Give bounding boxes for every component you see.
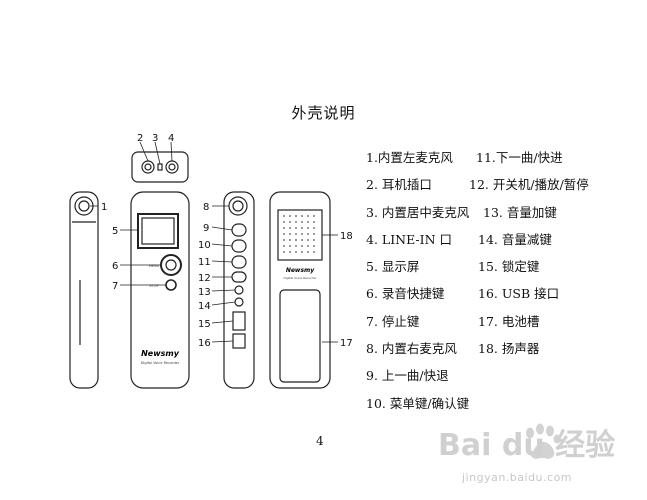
callout-2: 2 [137, 133, 143, 144]
top-view [131, 151, 189, 183]
callout-14: 14 [198, 301, 211, 312]
legend-item: 7. 停止键 [366, 313, 420, 329]
legend-item: 9. 上一曲/快退 [366, 368, 449, 384]
legend-item: 13. 音量加键 [483, 204, 557, 220]
legend-item: 12. 开关机/播放/暂停 [469, 177, 589, 193]
callout-4: 4 [168, 133, 174, 144]
watermark-logo: Bai du 经验 [438, 428, 615, 463]
callout-17: 17 [340, 338, 353, 349]
callout-15: 15 [198, 319, 211, 330]
callout-6: 6 [112, 261, 118, 272]
callout-11: 11 [198, 257, 211, 268]
legend-item: 17. 电池槽 [478, 313, 540, 329]
legend-item: 15. 锁定键 [478, 259, 540, 275]
legend-item: 6. 录音快捷键 [366, 286, 445, 302]
back-brand: Newsmy [286, 267, 315, 274]
legend-item: 1.内置左麦克风 [366, 150, 453, 165]
callout-7: 7 [112, 281, 118, 292]
paw-icon [526, 423, 561, 459]
front-view [130, 191, 190, 389]
line-in-icon [165, 160, 179, 174]
center-mic-icon [157, 163, 163, 171]
display-screen [137, 213, 179, 249]
stop-button [165, 279, 177, 291]
callout-13: 13 [198, 287, 211, 298]
callout-16: 16 [198, 338, 211, 349]
baidu-jingyan-watermark: Bai du 经验 [438, 423, 615, 463]
headphone-jack-icon [141, 160, 155, 174]
back-view [269, 191, 331, 389]
front-brand: Newsmy [141, 349, 180, 358]
right-side-view [223, 191, 255, 389]
menu-label: MENU [149, 264, 160, 268]
callout-1: 1 [101, 202, 107, 213]
callout-5: 5 [112, 226, 118, 237]
callout-10: 10 [198, 240, 211, 251]
legend-item: 10. 菜单键/确认键 [366, 395, 470, 411]
battery-cover [279, 289, 321, 383]
legend-item: 18. 扬声器 [478, 341, 540, 357]
legend-item: 5. 显示屏 [366, 259, 420, 275]
watermark-url: jingyan.baidu.com [462, 471, 573, 484]
legend-item: 3. 内置居中麦克风 [366, 204, 470, 220]
back-subtitle: Digital Voice Recorder [283, 276, 317, 280]
left-side-view [69, 191, 99, 389]
callout-9: 9 [203, 223, 209, 234]
legend-item: 11.下一曲/快进 [476, 150, 563, 165]
legend-item: 16. USB 接口 [478, 286, 560, 302]
callout-3: 3 [152, 133, 158, 144]
callout-8: 8 [203, 202, 209, 213]
legend-item: 2. 耳机插口 [366, 177, 432, 193]
front-subtitle: Digital Voice Recorder [141, 361, 180, 365]
legend-item: 8. 内置右麦克风 [366, 341, 457, 357]
device-housing-diagram: Newsmy Digital Voice Recorder MENU STOP … [69, 133, 353, 389]
legend-item: 14. 音量减键 [478, 231, 552, 247]
callout-12: 12 [198, 273, 211, 284]
page-number: 4 [316, 434, 324, 448]
page-title: 外壳说明 [291, 104, 356, 122]
stop-label: STOP [149, 284, 158, 288]
legend-item: 4. LINE-IN 口 [366, 231, 453, 247]
record-button [160, 254, 182, 276]
callout-18: 18 [340, 231, 353, 242]
